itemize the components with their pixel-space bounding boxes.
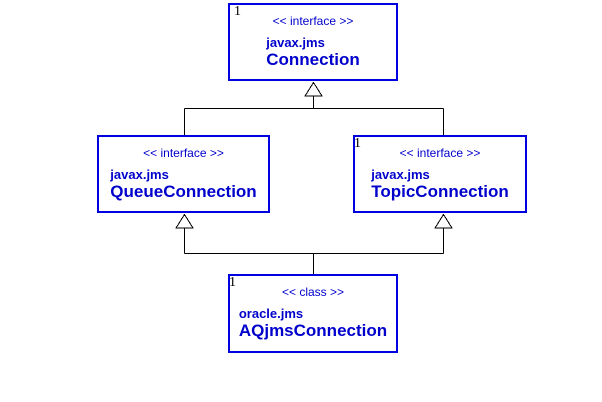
- multiplicity-label: 1: [354, 136, 361, 151]
- name-block: javax.jms QueueConnection: [110, 167, 256, 201]
- class-box-connection: 1 << interface >> javax.jms Connection: [228, 3, 398, 81]
- class-box-topicconnection: 1 << interface >> javax.jms TopicConnect…: [353, 135, 527, 213]
- name-block: javax.jms TopicConnection: [371, 167, 509, 201]
- package-name: oracle.jms: [238, 306, 304, 321]
- multiplicity-label: 1: [234, 4, 241, 19]
- multiplicity-label: 1: [229, 275, 236, 290]
- inheritance-triangle-topicconnection: [434, 213, 453, 229]
- class-name: QueueConnection: [110, 182, 257, 201]
- inheritance-triangle-queueconnection: [175, 213, 194, 229]
- package-name: javax.jms: [371, 167, 430, 182]
- name-block: javax.jms Connection: [266, 35, 360, 69]
- class-box-aqjmsconnection: 1 << class >> oracle.jms AQjmsConnection: [228, 274, 398, 353]
- class-name: TopicConnection: [371, 182, 509, 201]
- class-name: Connection: [266, 50, 360, 69]
- class-box-queueconnection: << interface >> javax.jms QueueConnectio…: [97, 135, 270, 213]
- stereotype-label: << interface >>: [399, 146, 481, 160]
- class-name: AQjmsConnection: [238, 321, 388, 340]
- stereotype-label: << class >>: [281, 285, 345, 299]
- stereotype-label: << interface >>: [143, 146, 224, 160]
- inheritance-triangle-connection: [304, 81, 323, 97]
- package-name: javax.jms: [266, 35, 325, 50]
- stereotype-label: << interface >>: [272, 14, 354, 28]
- name-block: oracle.jms AQjmsConnection: [239, 306, 387, 340]
- package-name: javax.jms: [110, 167, 169, 182]
